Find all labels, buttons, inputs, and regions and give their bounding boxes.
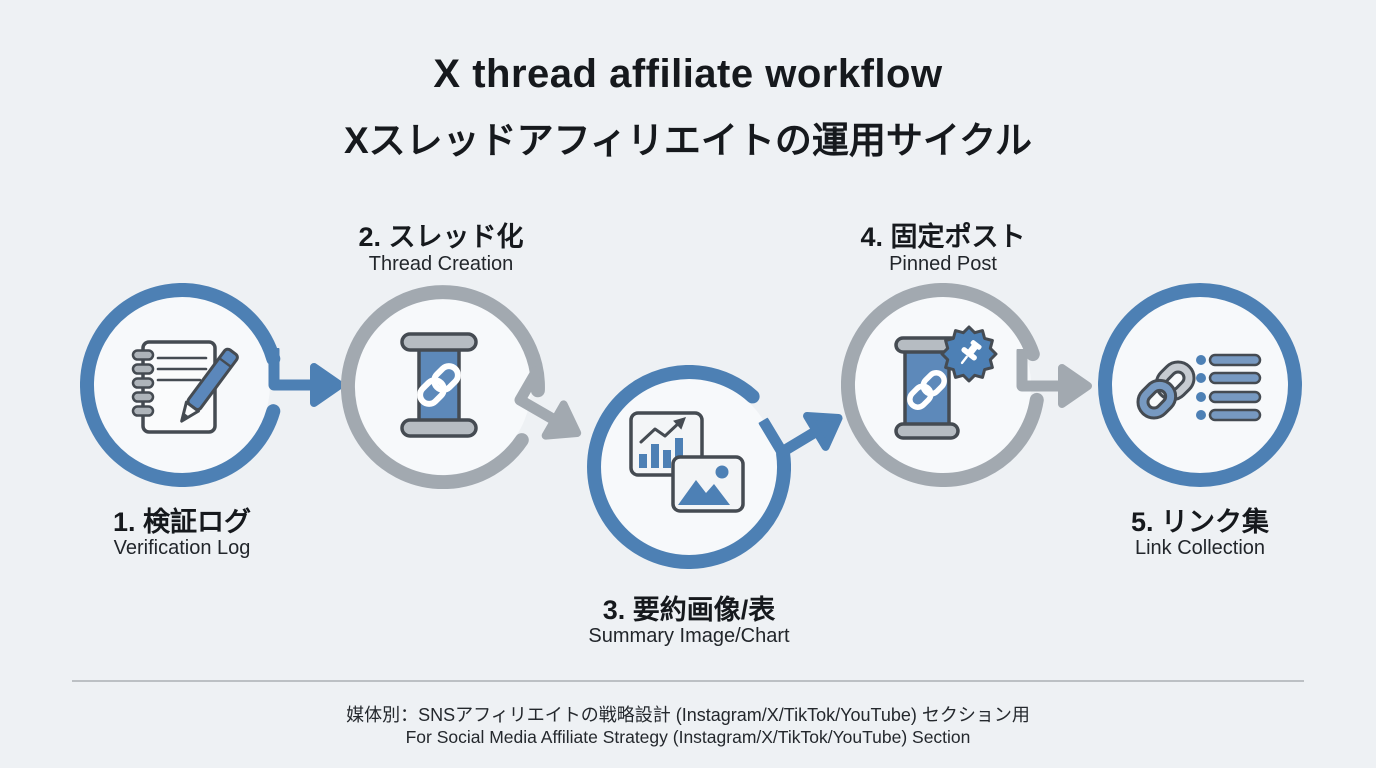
summary-chart-image-icon — [629, 411, 745, 513]
step-3-label: 3. 要約画像/表 — [602, 595, 776, 625]
footer-divider — [72, 680, 1304, 682]
arrow-step4-to-step5 — [1016, 349, 1092, 408]
step-4-label: 4. 固定ポスト — [860, 222, 1026, 252]
arrow-step2-to-step3 — [514, 364, 582, 440]
footer-note-japanese: 媒体別：SNSアフィリエイトの戦略設計 (Instagram/X/TikTok/… — [346, 705, 1030, 725]
step-5-circle — [1098, 283, 1302, 487]
thread-spool-link-icon — [400, 332, 478, 438]
footer-note-english: For Social Media Affiliate Strategy (Ins… — [405, 727, 971, 747]
step-3-sublabel: Summary Image/Chart — [588, 625, 790, 647]
image-glyph — [678, 465, 730, 505]
step-5-label: 5. リンク集 — [1130, 507, 1270, 537]
spiral-rings — [131, 349, 155, 417]
bar-chart-glyph — [639, 417, 686, 468]
pinned-spool-icon — [894, 325, 998, 440]
pin-badge-icon — [940, 325, 998, 383]
arrow-step3-to-step4 — [758, 411, 843, 458]
step-4-sublabel: Pinned Post — [889, 253, 997, 275]
step-1-label: 1. 検証ログ — [112, 507, 252, 537]
link-glyph — [907, 370, 947, 410]
link-glyph — [417, 363, 461, 407]
step-2-label: 2. スレッド化 — [358, 222, 524, 252]
bullet-list-glyph — [1196, 353, 1262, 422]
notebook-pen-icon — [131, 340, 239, 434]
arrow-step1-to-step2 — [268, 348, 344, 407]
pen — [180, 347, 239, 423]
step-1-sublabel: Verification Log — [113, 537, 251, 559]
step-5-sublabel: Link Collection — [1134, 537, 1266, 559]
pushpin-glyph — [960, 340, 982, 365]
page-title: X thread affiliate workflow — [433, 52, 943, 96]
link-collection-icon — [1136, 353, 1262, 422]
step-2-sublabel: Thread Creation — [368, 253, 514, 275]
page-subtitle-japanese: Xスレッドアフィリエイトの運用サイクル — [343, 120, 1033, 161]
chain-link-glyph — [1136, 360, 1196, 420]
